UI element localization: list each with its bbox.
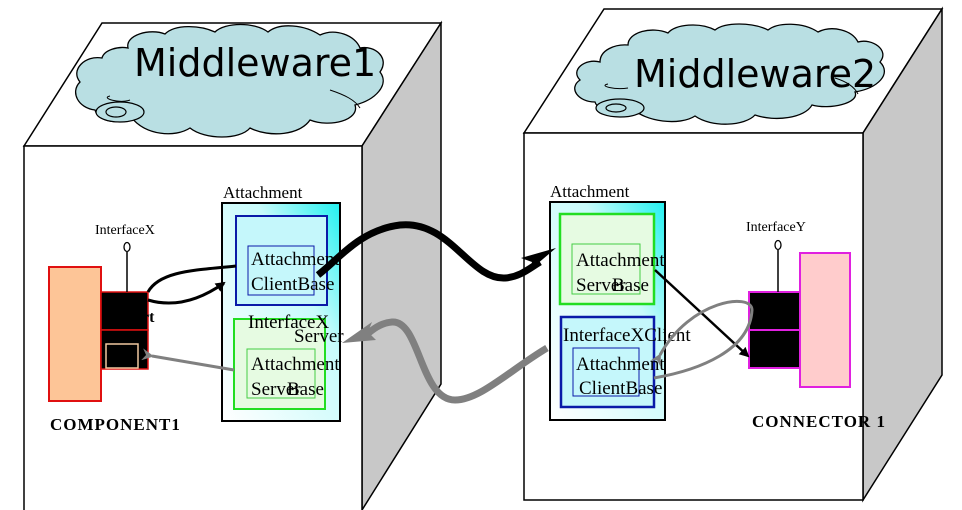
client-to-server-remote-arrow xyxy=(315,221,542,282)
attachment-right[interactable]: Attachment Attachment Server Base Interf… xyxy=(549,182,691,421)
server-base-line2b: Base xyxy=(287,379,324,400)
interfacex-client-header: InterfaceXClient xyxy=(563,325,691,346)
black-arrowhead xyxy=(521,248,556,270)
connector1-caption: CONNECTOR 1 xyxy=(752,412,886,431)
connector1-port-top[interactable] xyxy=(748,291,801,331)
attachment-left-title: Attachment xyxy=(223,183,303,202)
component1-caption: COMPONENT1 xyxy=(50,415,181,434)
cloud-middleware1: Middleware1 xyxy=(75,23,384,138)
left-local-connections xyxy=(141,264,237,372)
client-box-left[interactable] xyxy=(235,215,328,306)
client-base-inner-right xyxy=(572,347,640,397)
attachment-left[interactable]: Attachment Attachment ClientBase Interfa… xyxy=(221,183,344,422)
interfacex-server-line1: InterfaceX xyxy=(248,312,329,333)
interfacey-lollipop-icon xyxy=(774,239,782,251)
connector-to-client-gray-loop xyxy=(649,299,754,380)
cloud-scroll-icon xyxy=(595,98,645,118)
middleware2-label: Middleware2 xyxy=(634,52,876,96)
client-base-line2: ClientBase xyxy=(251,274,334,295)
gray-arrowhead xyxy=(342,322,376,343)
attachment-right-title: Attachment xyxy=(550,182,630,201)
port-to-client-arrow xyxy=(147,281,226,305)
connector1-body[interactable] xyxy=(799,252,851,388)
component1-body[interactable] xyxy=(48,266,102,402)
server-base-line2b: Base xyxy=(612,275,649,296)
server-base-line2a: Server xyxy=(251,379,301,400)
client-base-line1: Attachment xyxy=(576,354,665,375)
server-box-left[interactable] xyxy=(233,318,326,410)
port-to-client-link xyxy=(146,264,237,293)
server-base-line1: Attachment xyxy=(251,354,340,375)
client-base-line2: ClientBase xyxy=(579,378,662,399)
server-base-line2a: Server xyxy=(576,275,626,296)
component1-port-inner xyxy=(105,343,139,369)
remote-connections xyxy=(315,221,556,404)
middleware1-label: Middleware1 xyxy=(134,41,376,85)
interfacex-lollipop-icon xyxy=(123,241,131,253)
client-base-inner-left xyxy=(247,245,315,296)
interfacex-label: InterfaceX xyxy=(95,223,155,238)
server-base-inner-left xyxy=(246,348,316,399)
connector1[interactable]: InterfaceY CONNECTOR 1 xyxy=(746,220,886,431)
server-box-right[interactable] xyxy=(558,212,656,306)
cloud-middleware2: Middleware2 xyxy=(574,23,886,125)
server-to-port-arrow xyxy=(141,348,235,372)
cloud-scroll-icon xyxy=(95,101,145,123)
client-base-line1: Attachment xyxy=(251,249,340,270)
port-label: rt xyxy=(142,309,155,326)
component1[interactable]: rt InterfaceX COMPONENT1 xyxy=(48,223,181,434)
interfacey-label: InterfaceY xyxy=(746,220,806,235)
component1-port-top[interactable] xyxy=(100,291,149,331)
server-to-client-remote-arrow xyxy=(362,318,549,404)
server-base-inner-right xyxy=(571,243,641,295)
server-base-line1: Attachment xyxy=(576,250,665,271)
connector1-port-bottom[interactable] xyxy=(748,329,801,369)
right-local-connections xyxy=(649,269,754,380)
interfacex-server-line2: Server xyxy=(294,326,344,347)
